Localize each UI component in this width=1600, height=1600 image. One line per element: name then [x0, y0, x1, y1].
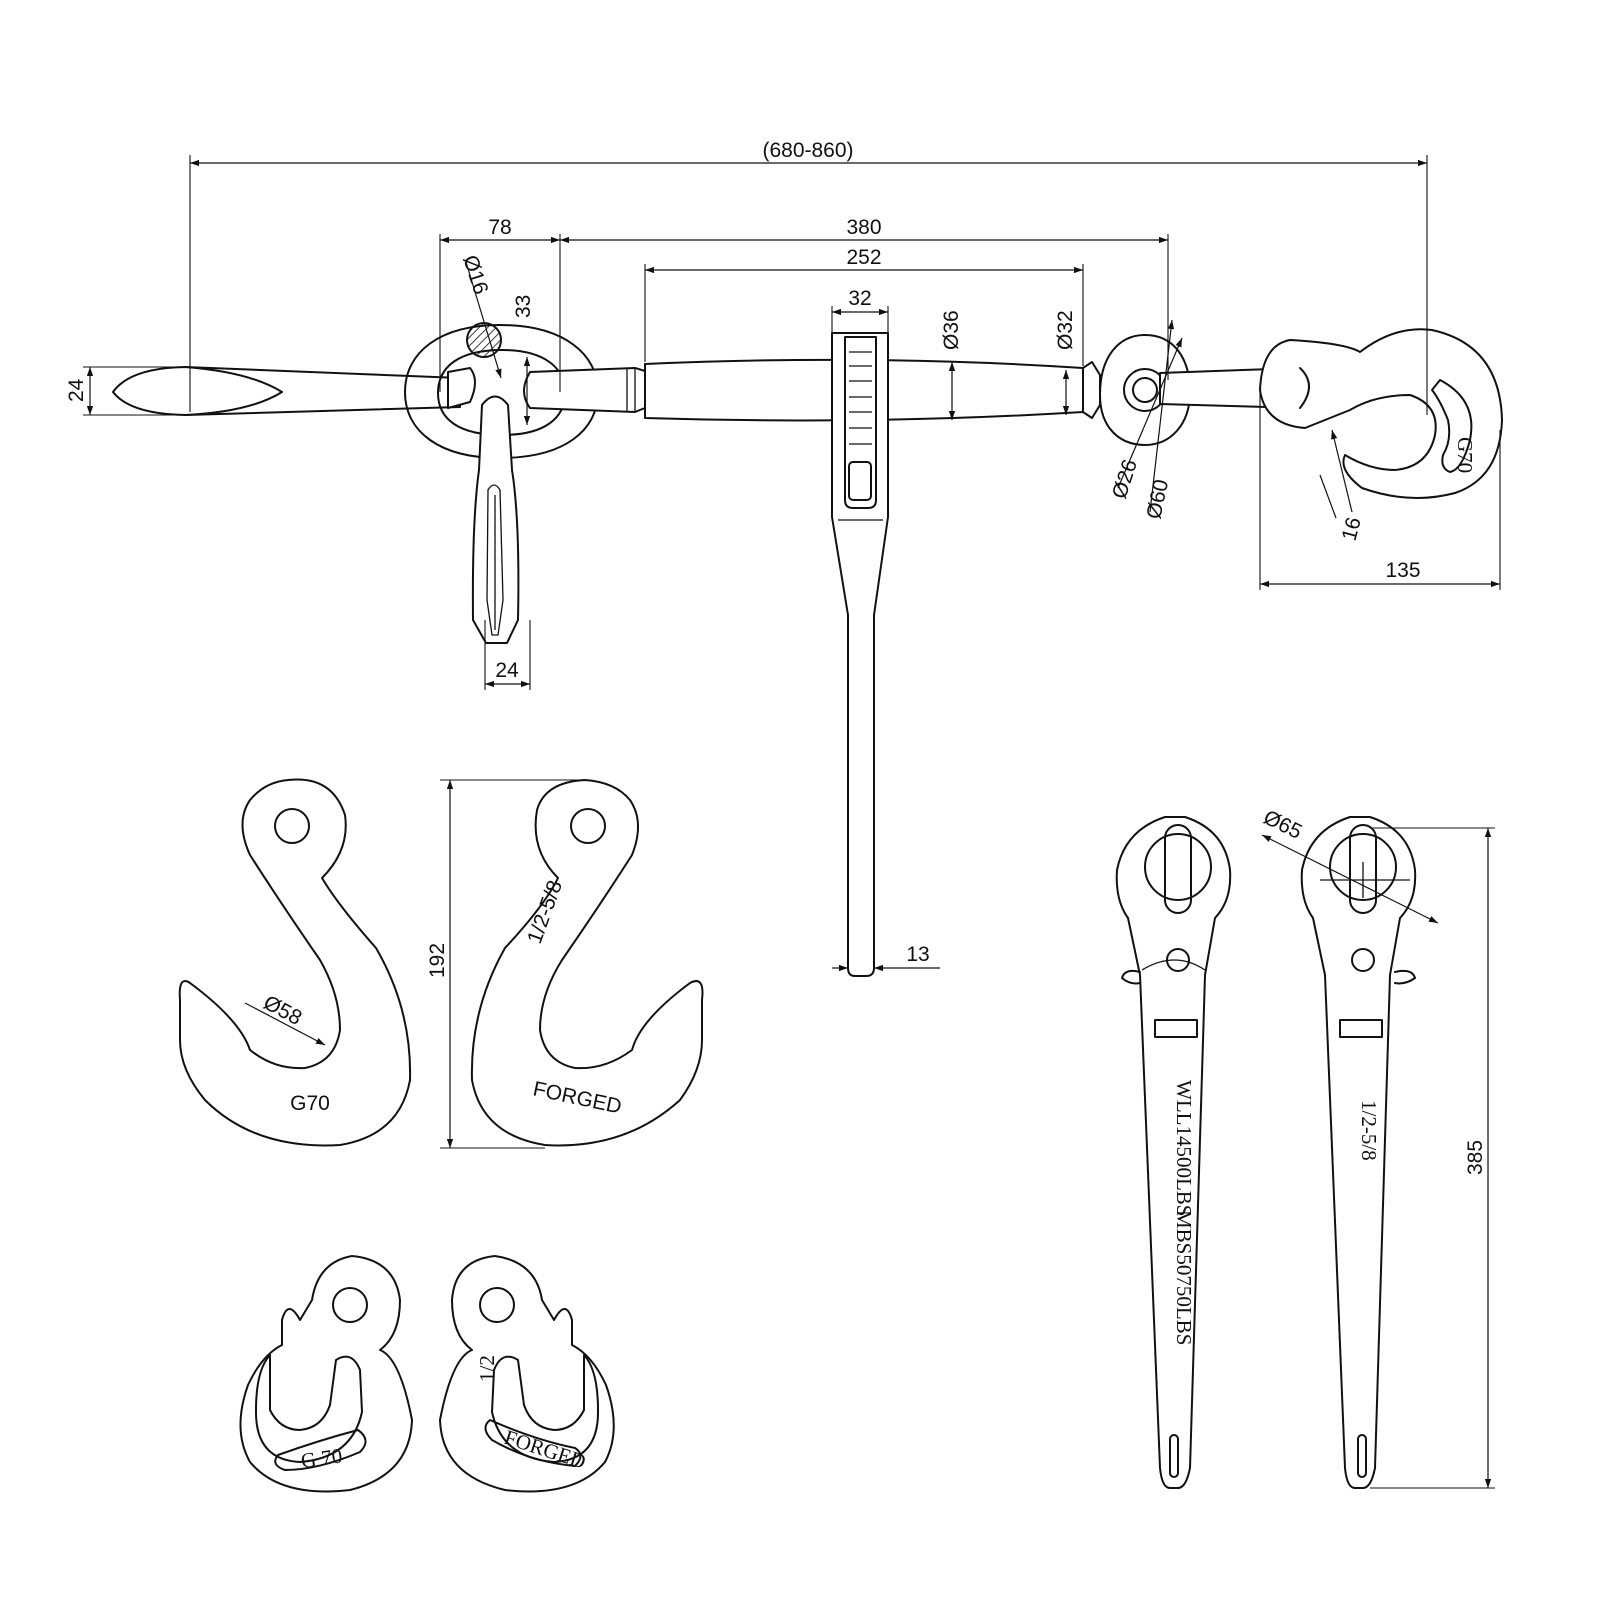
pin-cross-section [466, 322, 502, 358]
dim-32-width: 32 [848, 287, 871, 310]
large-eye-hook-back: FORGED 1/2-5/8 192 [426, 779, 704, 1149]
small-grab-hook-back: FORGED 1/2 [439, 1255, 615, 1493]
dim-16: 16 [1338, 515, 1366, 544]
ratchet-binder-side-view: G70 [112, 322, 1503, 977]
small-hook-size-stamp: 1/2 [475, 1355, 499, 1382]
dim-24-left: 24 [65, 378, 88, 402]
handle-wll-marking: WLL14500LBS [1172, 1080, 1196, 1217]
large-eye-hook-front: G70 Ø58 [178, 778, 412, 1147]
small-hook-mark-g70: G 70 [299, 1443, 343, 1473]
handle-size-marking: 1/2-5/8 [1357, 1100, 1381, 1161]
dim-dia-36: Ø36 [940, 310, 963, 350]
dim-overall-length: (680-860) [762, 139, 853, 162]
hook-mark-g70: G70 [290, 1092, 330, 1115]
dim-135: 135 [1385, 559, 1420, 582]
dim-dia-60: Ø60 [1142, 477, 1173, 521]
small-grab-hook-front: G 70 [239, 1255, 413, 1493]
dim-13: 13 [906, 943, 929, 966]
dim-dia-16: Ø16 [458, 252, 492, 297]
dim-252: 252 [846, 246, 881, 269]
handle-front-view: WLL14500LBS MBS50750LBS [1115, 816, 1232, 1489]
dim-dia-32: Ø32 [1054, 310, 1077, 350]
ratchet-handle [831, 332, 889, 977]
dim-dia-65: Ø65 [1260, 806, 1306, 844]
handle-mbs-marking: MBS50750LBS [1172, 1210, 1196, 1345]
dim-dia-58: Ø58 [260, 991, 306, 1030]
dim-380: 380 [846, 216, 881, 239]
dim-192: 192 [426, 943, 449, 978]
right-grab-hook: G70 [1259, 328, 1503, 499]
hook-grade-stamp: G70 [1453, 437, 1477, 473]
main-dimensions: (680-860) 78 380 252 32 Ø36 Ø32 Ø16 33 [65, 139, 1501, 972]
dim-24-bottom: 24 [495, 659, 519, 682]
left-handle-tip [112, 366, 283, 416]
dim-385: 385 [1464, 1140, 1487, 1175]
dim-78: 78 [488, 216, 511, 239]
dim-33: 33 [512, 295, 535, 318]
handle-rear-view: 1/2-5/8 Ø65 385 [1260, 806, 1495, 1489]
dim-dia-26: Ø26 [1108, 457, 1142, 502]
